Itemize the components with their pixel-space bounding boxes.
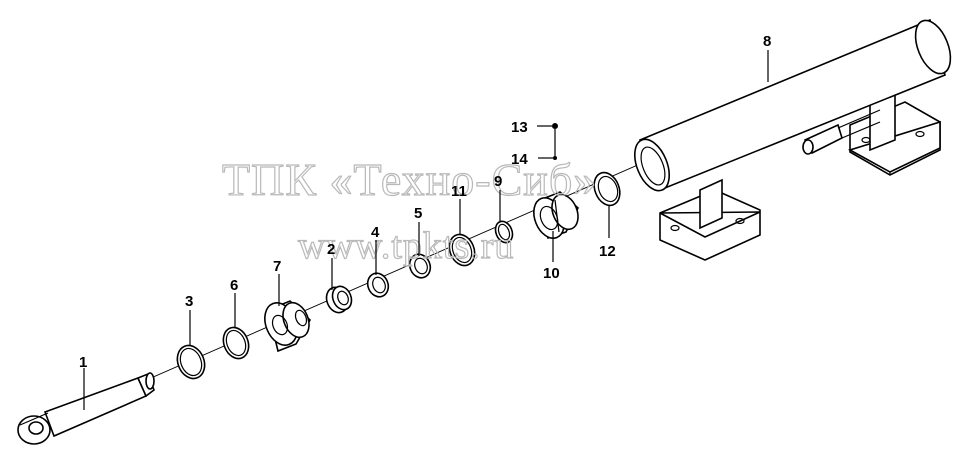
callout-13: 13 — [511, 119, 528, 136]
part-3-o-ring — [176, 344, 206, 380]
callout-5: 5 — [414, 205, 422, 222]
part-1-piston-rod — [17, 372, 155, 445]
callout-7: 7 — [273, 258, 281, 275]
callout-4: 4 — [371, 224, 380, 241]
part-8-cylinder-barrel — [634, 18, 952, 261]
part-7-cylinder-head — [264, 300, 312, 353]
callout-11: 11 — [451, 183, 467, 200]
part-13-ball — [552, 123, 558, 129]
leader-lines — [83, 50, 769, 410]
part-6-o-ring — [222, 326, 250, 360]
watermark-url: www.tpkts.ru — [298, 225, 514, 267]
callout-9: 9 — [494, 173, 502, 190]
part-14-spring — [553, 156, 557, 160]
callout-14: 14 — [511, 151, 528, 168]
callout-10: 10 — [543, 265, 560, 282]
callout-1: 1 — [79, 354, 87, 371]
callout-labels: 1 3 6 7 2 4 5 11 9 8 10 12 13 14 — [79, 33, 771, 371]
callout-12: 12 — [599, 243, 616, 260]
watermark-company: ТПК «Техно-Сиб» — [222, 154, 597, 205]
part-4-ring — [366, 272, 390, 298]
assembly-axis-line — [54, 149, 673, 421]
part-5-ring — [408, 253, 432, 279]
part-2-rod-seal — [325, 285, 353, 314]
part-10-piston — [533, 191, 579, 240]
callout-8: 8 — [763, 33, 771, 50]
callout-6: 6 — [230, 277, 238, 294]
callout-2: 2 — [327, 241, 335, 258]
watermark: ТПК «Техно-Сиб» www.tpkts.ru — [221, 153, 597, 267]
callout-3: 3 — [185, 293, 193, 310]
